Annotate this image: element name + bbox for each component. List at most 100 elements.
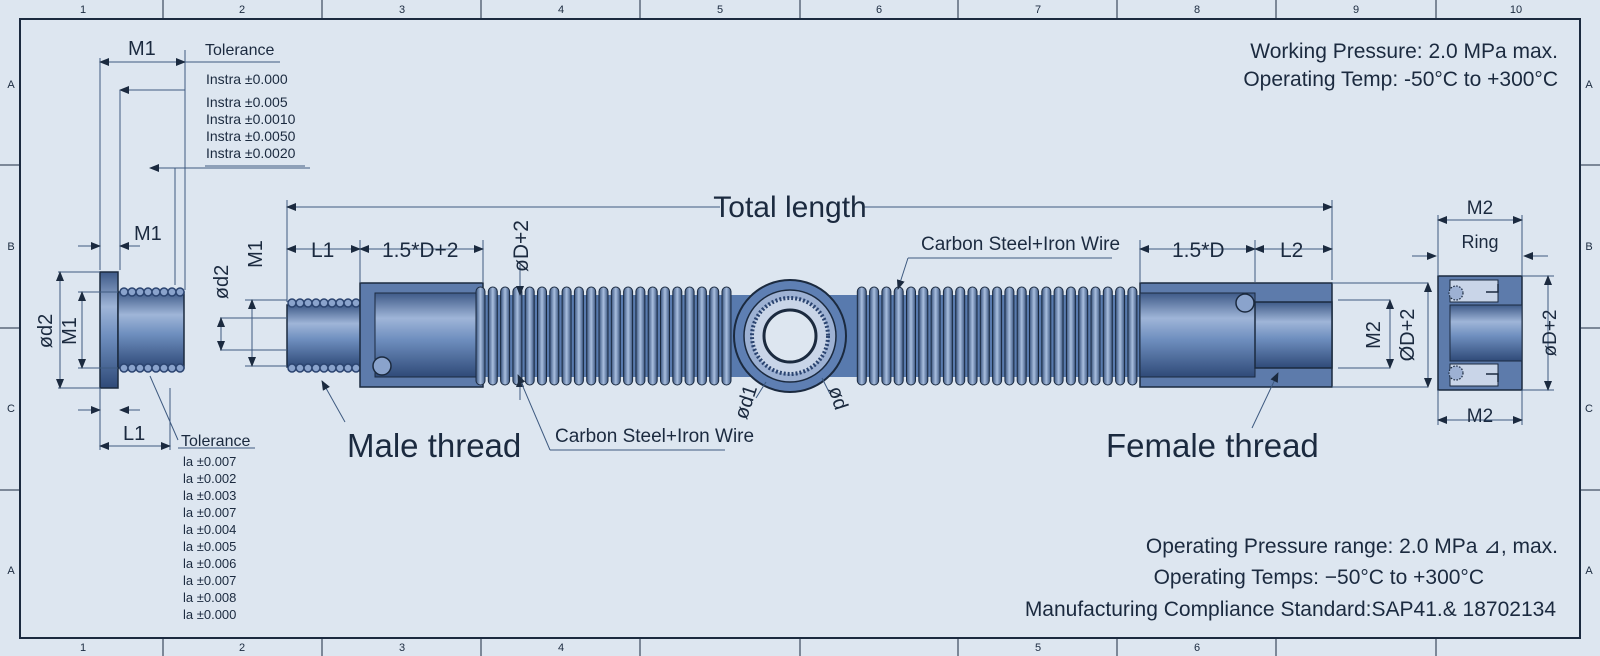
thread-tooth — [119, 287, 129, 297]
hose-rib — [955, 286, 966, 386]
thread-tooth — [343, 298, 353, 308]
hose-rib — [881, 286, 892, 386]
hose-rib — [1065, 286, 1076, 386]
hose-rib — [709, 286, 720, 386]
hose-rib — [537, 286, 547, 386]
hose-rib — [512, 286, 523, 386]
thread-tooth — [151, 287, 161, 297]
thread-tooth — [135, 363, 145, 373]
hose-rib — [487, 286, 498, 386]
right-d-plus: øD+2 — [1540, 310, 1561, 357]
thread-tooth — [119, 363, 129, 373]
thread-tooth — [167, 363, 177, 373]
thread-tooth — [151, 363, 161, 373]
hose-rib — [647, 286, 658, 386]
bottom-tol-0: la ±0.007 — [183, 454, 236, 469]
hose-rib — [967, 286, 978, 386]
col-bottom-2: 2 — [239, 642, 245, 654]
hose-rib — [1102, 286, 1113, 386]
female-thread-label: Female thread — [1106, 427, 1319, 464]
hose-rib — [524, 286, 535, 386]
col-2: 2 — [239, 4, 245, 16]
thread-tooth — [127, 363, 137, 373]
hose-rib — [906, 286, 916, 386]
top-tol-1: Instra ±0.005 — [206, 94, 288, 110]
bottom-tol-5: la ±0.005 — [183, 539, 236, 554]
row-b-right: B — [1585, 241, 1592, 253]
col-7: 7 — [1035, 4, 1041, 16]
thread-tooth — [335, 363, 345, 373]
hose-rib — [500, 286, 511, 386]
compliance-standard: Manufacturing Compliance Standard:SAP41.… — [1025, 598, 1557, 621]
hose-rib — [672, 286, 683, 386]
bottom-tol-7: la ±0.007 — [183, 573, 236, 588]
right-m2-bottom: M2 — [1467, 406, 1493, 427]
hose-rib — [1053, 286, 1064, 386]
left-fitting-dims — [56, 242, 255, 450]
dia-outer: øD+2 — [510, 220, 533, 272]
thread-tooth — [351, 363, 361, 373]
dia-d1: ød1 — [731, 382, 763, 422]
row-c: C — [7, 403, 15, 415]
wire-top-label: Carbon Steel+Iron Wire — [921, 234, 1120, 255]
left-d2: ød2 — [35, 314, 57, 348]
thread-tooth — [287, 298, 297, 308]
right-m2-top: M2 — [1467, 198, 1493, 219]
top-tol-2: Instra ±0.0010 — [206, 111, 296, 127]
len-male: 1.5*D+2 — [382, 239, 458, 262]
bottom-tol-8: la ±0.008 — [183, 590, 236, 605]
col-6: 6 — [876, 4, 882, 16]
row-b: B — [7, 241, 14, 253]
col-4: 4 — [558, 4, 564, 16]
top-tol-3: Instra ±0.0050 — [206, 128, 296, 144]
hose-rib — [1041, 286, 1052, 386]
bottom-tol-2: la ±0.003 — [183, 488, 236, 503]
hose-rib — [1115, 286, 1126, 386]
col-5: 5 — [717, 4, 723, 16]
thread-tooth — [303, 363, 313, 373]
hose-rib — [1004, 286, 1015, 386]
hose-rib — [684, 286, 695, 386]
total-length: Total length — [713, 191, 866, 224]
col-8: 8 — [1194, 4, 1200, 16]
hose-assembly — [286, 279, 1333, 393]
thread-tooth — [175, 363, 185, 373]
thread-tooth — [143, 363, 153, 373]
col-9: 9 — [1353, 4, 1359, 16]
hose-rib — [721, 286, 732, 386]
bottom-tolerance-header: Tolerance — [181, 433, 250, 450]
thread-tooth — [167, 287, 177, 297]
thread-tooth — [319, 363, 329, 373]
left-m1-mid: M1 — [134, 223, 162, 245]
hose-rib — [475, 286, 486, 386]
top-tolerance-header: Tolerance — [205, 42, 274, 59]
wire-bottom-label: Carbon Steel+Iron Wire — [555, 426, 754, 447]
row-c-right: C — [1585, 403, 1593, 415]
hose-rib — [1090, 286, 1101, 386]
row-a2: A — [7, 565, 15, 577]
hose-rib — [856, 286, 867, 386]
hose-d-plus: ØD+2 — [1397, 309, 1419, 362]
col-bottom-4: 4 — [558, 642, 564, 654]
hose-rib — [1127, 286, 1138, 386]
thread-tooth — [159, 363, 169, 373]
thread-tooth — [319, 298, 329, 308]
col-bottom-1: 1 — [80, 642, 86, 654]
hose-rib — [635, 286, 646, 386]
bottom-tol-4: la ±0.004 — [183, 522, 236, 537]
male-thread-label: Male thread — [347, 427, 521, 464]
bottom-tol-1: la ±0.002 — [183, 471, 236, 486]
thread-tooth — [295, 298, 305, 308]
hose-m2: M2 — [1363, 321, 1385, 349]
hose-rib — [573, 286, 584, 386]
operating-temps: Operating Temps: −50°C to +300°C — [1154, 566, 1484, 589]
thread-tooth — [343, 363, 353, 373]
col-bottom-5: 5 — [1035, 642, 1041, 654]
thread-tooth — [303, 298, 313, 308]
col-1: 1 — [80, 4, 86, 16]
len-female: 1.5*D — [1172, 239, 1225, 262]
col-bottom-3: 3 — [399, 642, 405, 654]
hose-rib — [930, 286, 941, 386]
